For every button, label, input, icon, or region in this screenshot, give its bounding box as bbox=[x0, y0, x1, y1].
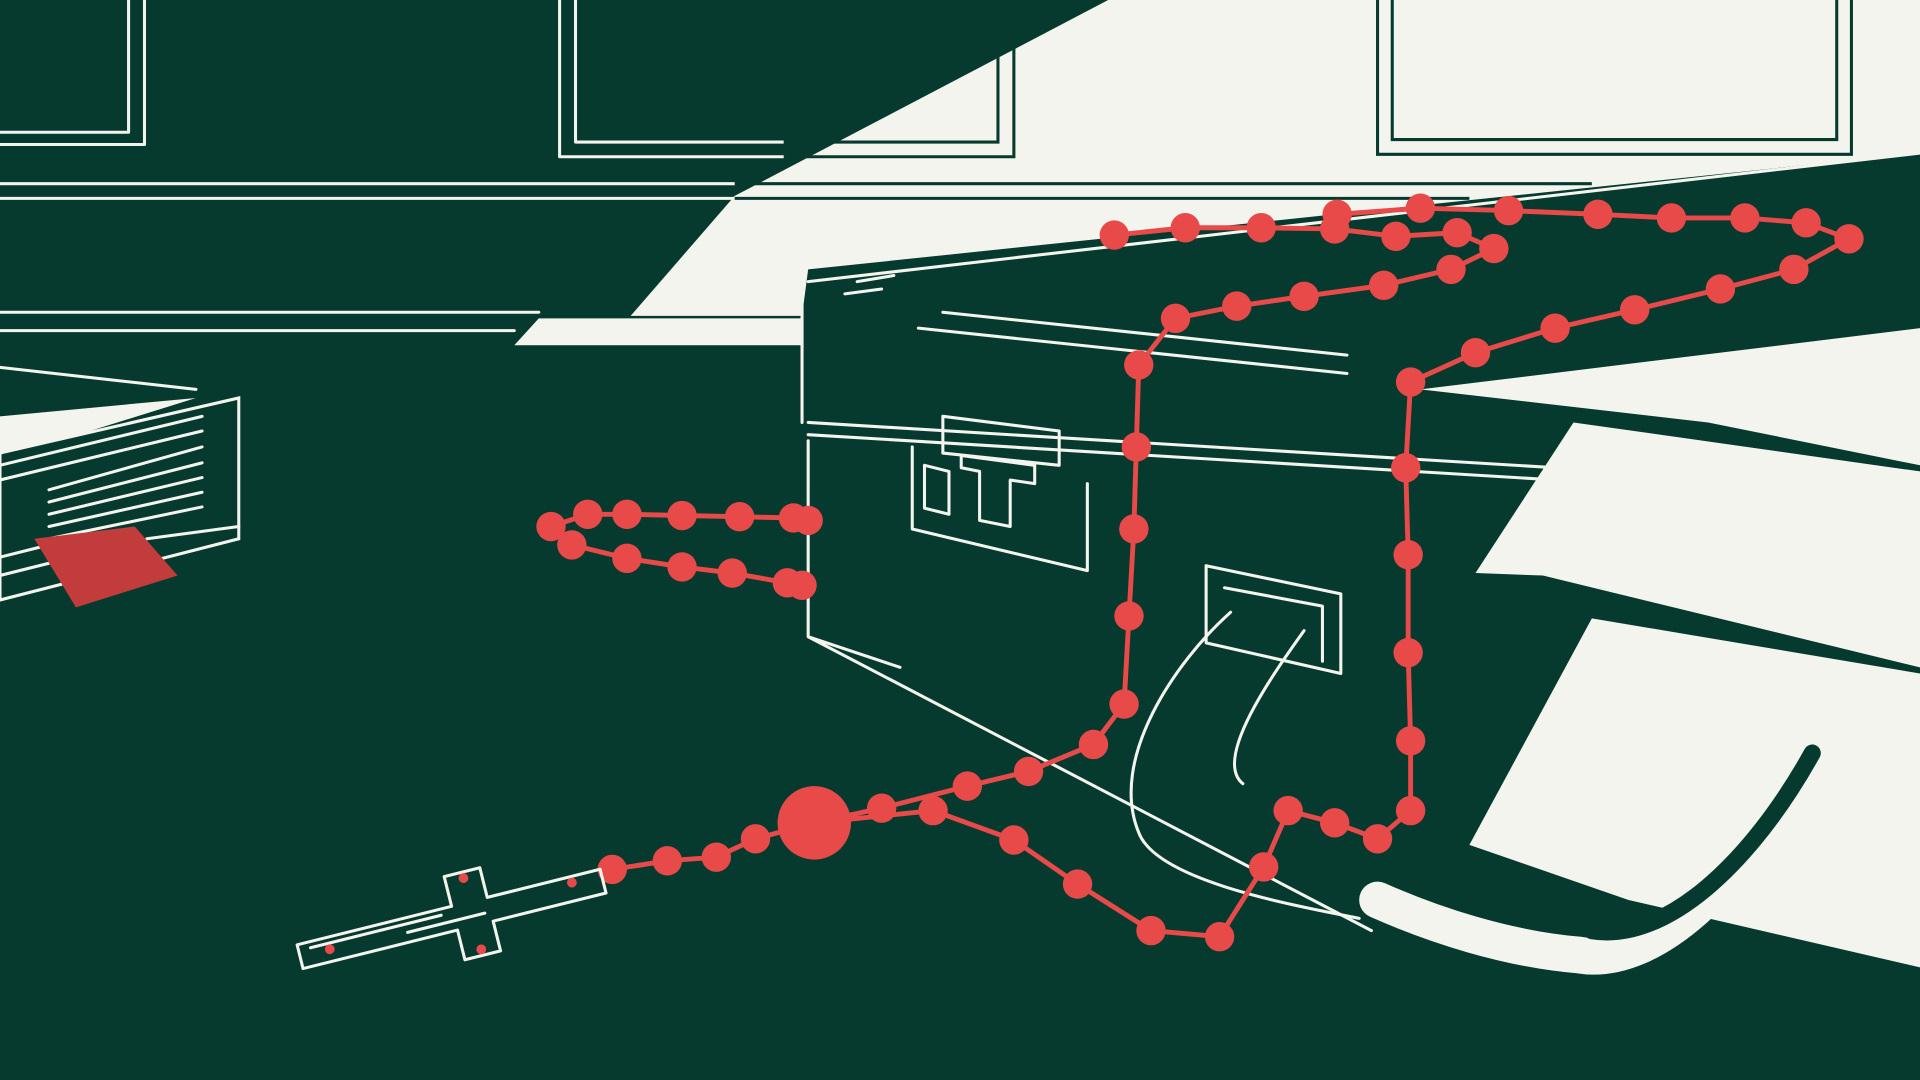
rosary-bead bbox=[667, 552, 697, 582]
rosary-bead bbox=[772, 568, 803, 598]
rosary-bead bbox=[1109, 689, 1139, 719]
rosary-bead bbox=[724, 502, 755, 532]
rosary-bead bbox=[652, 846, 683, 876]
rosary-bead bbox=[1460, 337, 1491, 368]
latch bbox=[910, 414, 1089, 573]
rosary-bead bbox=[1656, 203, 1687, 233]
rosary-bead bbox=[1204, 922, 1235, 952]
rosary-bead bbox=[1078, 729, 1109, 760]
end-handle-shade bbox=[1583, 744, 1821, 941]
rosary-bead bbox=[1124, 350, 1154, 380]
rosary-bead bbox=[952, 771, 983, 801]
crucifix bbox=[295, 866, 608, 971]
book bbox=[0, 396, 241, 608]
rosary-bead bbox=[536, 511, 566, 542]
rosary-bead bbox=[1393, 637, 1423, 668]
end-handle-plate bbox=[1706, 678, 1869, 804]
rosary-bead bbox=[1160, 303, 1191, 334]
rosary-bead bbox=[1320, 808, 1350, 838]
rosary-bead bbox=[999, 825, 1029, 855]
rosary-bead bbox=[793, 505, 823, 536]
rosary-bead bbox=[1170, 213, 1200, 243]
rosary-bead bbox=[1436, 254, 1466, 285]
rosary-bead bbox=[1368, 270, 1399, 300]
side-handle-plate bbox=[1204, 564, 1343, 675]
rosary-bead bbox=[1583, 199, 1613, 229]
rosary-bead bbox=[1834, 224, 1864, 254]
rosary-bead bbox=[1620, 295, 1650, 325]
rosary-bead bbox=[597, 854, 627, 885]
bookmark bbox=[34, 526, 178, 608]
rosary-bead bbox=[667, 500, 697, 531]
rosary-bead bbox=[1395, 726, 1426, 756]
wall-panels bbox=[0, 0, 1853, 391]
rosary-bead bbox=[1442, 217, 1472, 248]
rosary-bead bbox=[1779, 254, 1809, 285]
side-handle bbox=[1129, 610, 1361, 920]
rosary-bead bbox=[612, 543, 642, 574]
rosary-bead bbox=[1362, 824, 1393, 854]
rosary-bead bbox=[557, 530, 587, 560]
rosary-bead bbox=[1540, 313, 1570, 343]
rosary bbox=[536, 193, 1864, 952]
rosary-bead bbox=[1391, 453, 1421, 483]
rosary-bead bbox=[1222, 291, 1252, 321]
rosary-bead bbox=[1395, 367, 1426, 397]
rosary-bead bbox=[1246, 213, 1276, 243]
rosary-bead bbox=[1322, 199, 1352, 229]
rosary-bead bbox=[1730, 203, 1760, 233]
rosary-bead bbox=[1493, 195, 1524, 226]
rosary-bead bbox=[1791, 208, 1821, 238]
rosary-bead bbox=[1099, 220, 1129, 250]
rosary-bead bbox=[1062, 869, 1093, 899]
rosary-bead bbox=[740, 824, 771, 854]
rosary-bead bbox=[1393, 540, 1423, 570]
rosary-bead bbox=[717, 558, 747, 588]
rosary-bead bbox=[1136, 915, 1166, 946]
rosary-bead bbox=[612, 499, 642, 529]
rosary-bead bbox=[1121, 432, 1152, 462]
rosary-bead bbox=[1289, 281, 1319, 312]
rosary-bead bbox=[1705, 274, 1736, 304]
rosary-bead bbox=[1479, 233, 1509, 264]
rosary-bead bbox=[573, 499, 603, 529]
rosary-bead bbox=[1273, 795, 1303, 826]
rosary-bead bbox=[1381, 221, 1411, 252]
rosary-large-bead bbox=[777, 786, 852, 860]
rosary-bead bbox=[1248, 852, 1279, 882]
rosary-bead bbox=[1013, 756, 1044, 787]
rosary-bead bbox=[1395, 795, 1426, 826]
suitcase bbox=[800, 151, 1920, 975]
rosary-bead bbox=[701, 842, 732, 872]
rosary-bead bbox=[1405, 193, 1436, 223]
rosary-bead bbox=[1114, 601, 1144, 631]
rosary-bead bbox=[918, 795, 948, 826]
light-patches bbox=[0, 0, 1920, 968]
rosary-bead bbox=[1119, 514, 1149, 544]
